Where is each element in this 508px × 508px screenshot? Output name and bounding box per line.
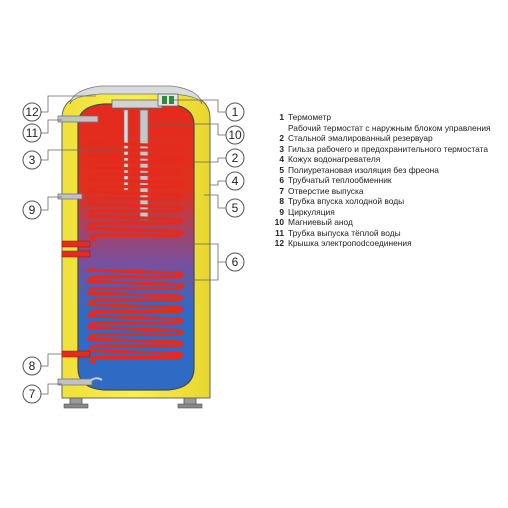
coil-turn: [86, 291, 184, 307]
coil-connection: [61, 250, 91, 258]
callout-number: 7: [29, 387, 36, 401]
callout-number: 8: [29, 359, 36, 373]
leader-lines: [40, 95, 226, 395]
coil-turn: [86, 279, 184, 296]
callout-circle: [225, 148, 245, 168]
coil-turn: [86, 202, 184, 218]
coil-turn: [86, 337, 184, 353]
callout-circle: [225, 171, 245, 191]
callout-number: 2: [232, 151, 239, 165]
callout-number: 3: [29, 153, 36, 167]
callout-circle: [225, 102, 245, 122]
coil-connection: [61, 240, 91, 248]
coil-connection: [61, 350, 91, 358]
warm-water-outlet-pipe: [57, 115, 99, 123]
magnesium-anode: [139, 109, 149, 221]
callout-circle: [22, 200, 42, 220]
tubular-heat-exchanger: [61, 141, 184, 365]
callout-circle: [22, 102, 42, 122]
pipes: [57, 115, 103, 386]
callout-circle: [22, 123, 42, 143]
coil-turn: [86, 214, 184, 230]
callout-number: 5: [232, 201, 239, 215]
coil-turn: [86, 226, 184, 242]
coil-turn: [86, 325, 184, 342]
callout-circle: [225, 252, 245, 272]
electrical-connection-cover: [69, 85, 203, 105]
coil-turn: [86, 190, 184, 206]
callout-number: 9: [29, 203, 36, 217]
cold-water-inlet-pipe: [57, 378, 93, 386]
callout-number: 4: [232, 174, 239, 188]
coil-turn: [86, 153, 184, 169]
coil-turn: [86, 178, 184, 194]
coil-turn: [86, 165, 184, 181]
callout-number: 1: [232, 105, 239, 119]
callout-number: 11: [26, 126, 39, 140]
coil-turn: [86, 141, 184, 157]
callouts-left: 12 11 3 9 8 7: [22, 102, 42, 404]
callout-circle: [22, 384, 42, 404]
coil-turn: [86, 348, 184, 365]
callout-circle: [22, 356, 42, 376]
coil-turn: [86, 314, 184, 330]
callout-number: 6: [232, 255, 239, 269]
callout-number: 10: [228, 128, 242, 142]
callout-circle: [225, 198, 245, 218]
legend-item: 7 Отверстие выпуска: [279, 185, 364, 196]
coil-turn: [86, 268, 184, 284]
circulation-pipe: [57, 193, 83, 200]
callouts-right: 1 10 2 4 5 6: [225, 102, 245, 272]
coil-turn: [86, 302, 184, 319]
callout-number: 12: [25, 105, 39, 119]
callout-circle: [22, 150, 42, 170]
callout-circle: [225, 125, 245, 145]
